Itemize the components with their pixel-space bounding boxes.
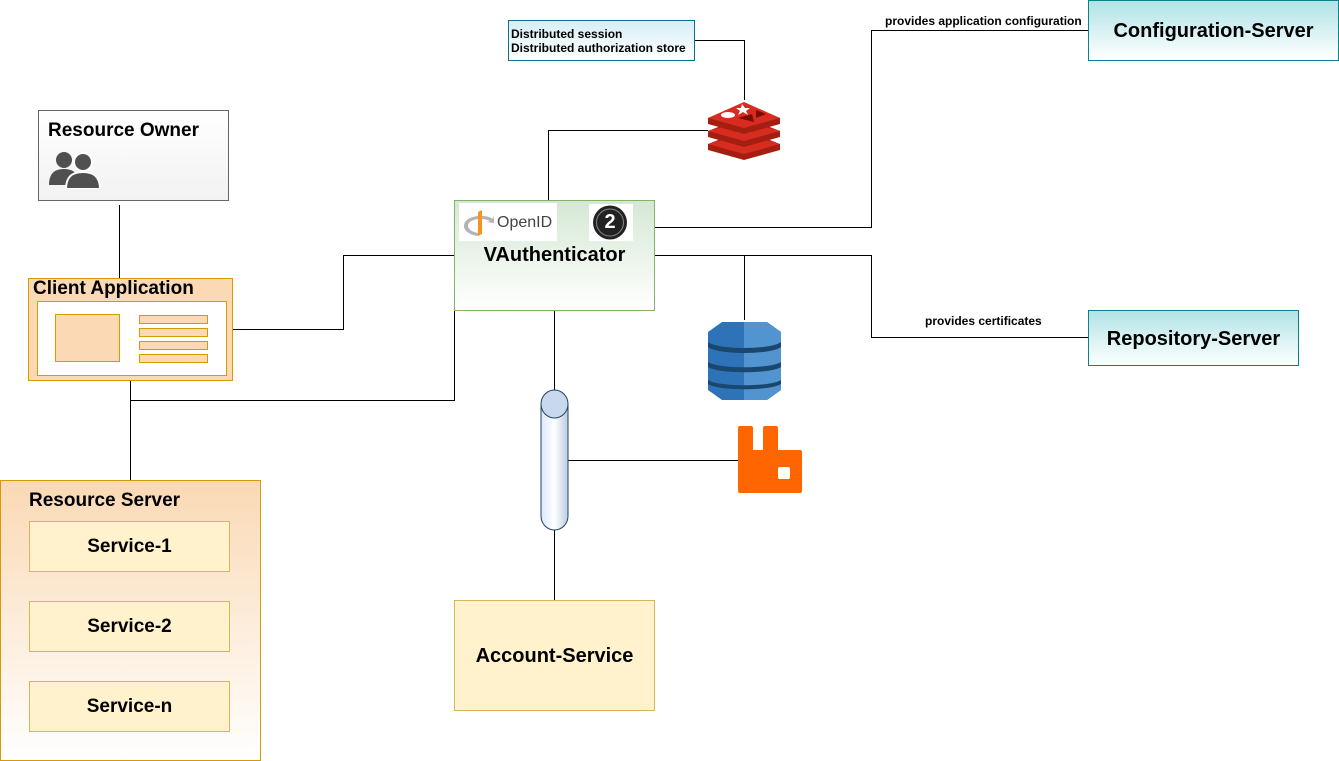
browser-window-icon (37, 301, 227, 376)
service-n-box[interactable]: Service-n (29, 681, 230, 732)
users-icon (49, 152, 101, 189)
oauth2-badge-icon: 2 (589, 204, 633, 241)
config-edge-label: provides application configuration (885, 14, 1082, 28)
client-application-title: Client Application (33, 278, 194, 299)
vauthenticator-box[interactable]: OpenID 2 VAuthenticator (454, 200, 655, 311)
repo-edge-label: provides certificates (925, 314, 1042, 328)
resource-owner-box[interactable]: Resource Owner (38, 110, 229, 201)
repository-server-box[interactable]: Repository-Server (1088, 310, 1299, 366)
service-2-box[interactable]: Service-2 (29, 601, 230, 652)
openid-logo: OpenID (459, 203, 557, 241)
resource-owner-title: Resource Owner (48, 120, 199, 141)
resource-server-title: Resource Server (29, 490, 181, 511)
client-application-box[interactable]: Client Application (28, 278, 233, 381)
distributed-store-note: Distributed session Distributed authoriz… (508, 20, 695, 61)
window-text-line (139, 328, 208, 337)
window-text-line (139, 315, 208, 324)
edge-vauth-repo (655, 255, 1088, 338)
edge-client-vauth-bottom (130, 311, 455, 401)
vauthenticator-title: VAuthenticator (483, 244, 626, 266)
rabbitmq-icon (738, 426, 802, 493)
edge-redis-note (695, 40, 745, 100)
account-service-box[interactable]: Account-Service (454, 600, 655, 711)
edge-vauth-config (655, 30, 1088, 228)
note-line-1: Distributed session (511, 27, 623, 41)
note-line-2: Distributed authorization store (511, 41, 686, 55)
service-1-box[interactable]: Service-1 (29, 521, 230, 572)
resource-server-box[interactable]: Resource Server Service-1 Service-2 Serv… (0, 480, 261, 761)
dynamodb-icon (708, 322, 781, 400)
message-queue-icon (540, 389, 569, 531)
openid-icon (464, 210, 494, 236)
window-text-line (139, 354, 208, 363)
edge-vauth-redis (548, 130, 708, 200)
window-image-block (55, 314, 120, 362)
configuration-server-box[interactable]: Configuration-Server (1088, 0, 1339, 61)
redis-icon (708, 102, 780, 160)
edge-client-vauth (233, 255, 454, 330)
window-text-line (139, 341, 208, 350)
openid-logo-text: OpenID (497, 214, 553, 231)
oauth2-badge-number: 2 (604, 211, 616, 233)
